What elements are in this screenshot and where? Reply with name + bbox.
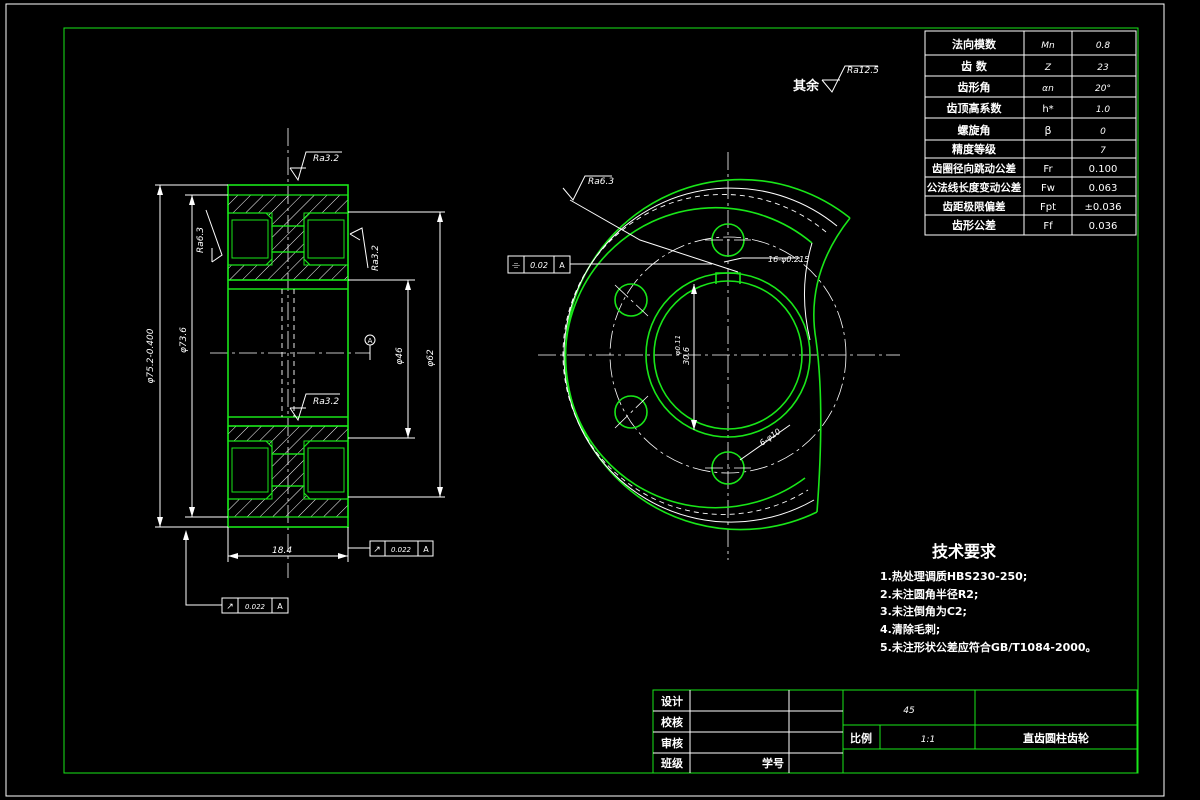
param-name: 螺旋角 [958,123,991,137]
param-value: 0.100 [1089,164,1118,175]
svg-text:Ra3.2: Ra3.2 [313,397,339,407]
svg-text:16-φ0.215: 16-φ0.215 [768,255,809,264]
svg-text:A: A [559,261,565,270]
technical-notes: 技术要求 1.热处理调质HBS230-250; 2.未注圆角半径R2; 3.未注… [880,542,1097,654]
param-value: 0.063 [1089,183,1118,194]
inner-border [63,27,1139,774]
param-name: 齿形公差 [952,218,996,232]
svg-text:φ46: φ46 [395,347,405,365]
param-symbol: αn [1042,84,1054,94]
svg-text:A: A [423,545,429,554]
svg-text:3.未注倒角为C2;: 3.未注倒角为C2; [880,604,967,618]
param-symbol: Mn [1041,41,1055,51]
svg-text:班级: 班级 [661,756,684,770]
side-section-view: φ75.2-0.400 φ73.6 φ62 φ46 18.4 A Ra3.2 R… [146,128,445,614]
param-name: 法向模数 [952,37,997,51]
svg-text:1:1: 1:1 [921,735,935,745]
svg-text:φ0.11: φ0.11 [674,335,682,355]
param-value: ±0.036 [1084,202,1121,213]
svg-text:校核: 校核 [661,715,683,729]
svg-text:直齿圆柱齿轮: 直齿圆柱齿轮 [1023,731,1089,745]
svg-text:↗: ↗ [226,602,234,612]
parameters-table: 法向模数 Mn 0.8 齿 数 Z 23 齿形角 αn 20° 齿顶高系数 h*… [924,30,1137,236]
svg-text:5.未注形状公差应符合GB/T1084-2000。: 5.未注形状公差应符合GB/T1084-2000。 [880,640,1097,654]
param-value: 0.036 [1089,221,1118,232]
svg-text:技术要求: 技术要求 [932,542,997,561]
param-symbol: Z [1044,63,1052,73]
param-name: 精度等级 [952,142,997,156]
svg-text:⌯: ⌯ [512,260,520,271]
param-name: 齿 数 [961,59,988,73]
svg-text:A: A [277,602,283,611]
param-name: 齿形角 [958,80,991,94]
svg-text:审核: 审核 [661,736,683,750]
svg-text:↗: ↗ [373,545,381,555]
svg-text:0.022: 0.022 [391,546,412,554]
param-symbol: Ff [1043,221,1053,232]
param-symbol: h* [1042,104,1053,115]
param-value: 0 [1100,127,1106,137]
param-symbol: Fr [1043,164,1053,175]
svg-text:设计: 设计 [661,694,683,708]
param-value: 23 [1097,63,1109,73]
param-name: 齿圈径向跳动公差 [932,162,1016,175]
svg-text:4.清除毛刺;: 4.清除毛刺; [880,622,940,636]
svg-text:学号: 学号 [762,756,784,770]
svg-text:Ra6.3: Ra6.3 [196,227,206,253]
param-value: 20° [1095,84,1111,94]
outer-border [5,3,1165,797]
svg-text:18.4: 18.4 [272,546,292,556]
svg-text:比例: 比例 [850,731,872,745]
svg-text:A: A [368,337,373,345]
svg-text:φ75.2-0.400: φ75.2-0.400 [146,328,156,383]
svg-text:φ62: φ62 [426,349,436,367]
param-value: 0.8 [1096,41,1111,51]
svg-text:0.022: 0.022 [245,603,266,611]
param-name: 齿顶高系数 [947,101,1003,115]
param-value: 7 [1100,146,1106,156]
svg-text:Ra3.2: Ra3.2 [371,245,381,271]
param-symbol: β [1044,124,1051,137]
param-name: 齿距极限偏差 [943,200,1006,213]
title-block: 设计 校核 审核 班级 学号 45 比例 1:1 直齿圆柱齿轮 [652,689,1138,774]
svg-text:Ra3.2: Ra3.2 [313,154,339,164]
svg-text:其余: 其余 [793,78,820,94]
param-symbol: Fpt [1040,202,1056,213]
svg-text:30.6: 30.6 [682,347,691,365]
param-value: 1.0 [1096,105,1111,115]
svg-text:2.未注圆角半径R2;: 2.未注圆角半径R2; [880,587,978,601]
svg-text:1.热处理调质HBS230-250;: 1.热处理调质HBS230-250; [880,569,1027,583]
svg-text:Ra12.5: Ra12.5 [847,66,879,76]
param-name: 公法线长度变动公差 [927,181,1022,194]
front-view: Ra6.3 ⌯ 0.02 A 30.6 φ0.11 16-φ0.215 6-φ1… [507,152,900,560]
svg-text:45: 45 [903,706,915,716]
general-surface-finish: 其余 Ra12.5 [793,65,879,94]
svg-text:0.02: 0.02 [530,261,548,270]
svg-text:φ73.6: φ73.6 [179,327,189,353]
param-symbol: Fw [1041,183,1055,194]
svg-text:Ra6.3: Ra6.3 [588,177,614,187]
